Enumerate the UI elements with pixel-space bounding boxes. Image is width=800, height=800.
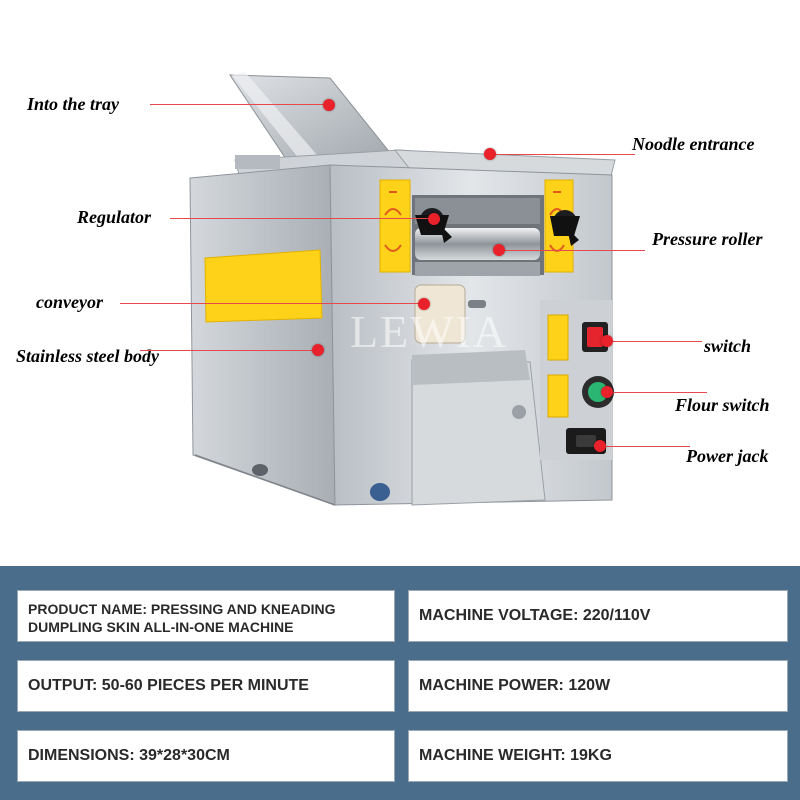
leader-line	[505, 250, 645, 251]
spec-product-name: PRODUCT NAME: PRESSING AND KNEADING DUMP…	[17, 590, 395, 642]
callout-power-jack: Power jack	[686, 446, 769, 466]
leader-line	[495, 154, 635, 155]
spec-dimensions-text: DIMENSIONS: 39*28*30CM	[28, 747, 230, 764]
leader-line	[612, 392, 707, 393]
callout-dot	[594, 440, 606, 452]
callout-regulator: Regulator	[77, 207, 152, 227]
spec-power: MACHINE POWER: 120W	[408, 660, 788, 712]
callout-dot	[484, 148, 496, 160]
callout-dot	[312, 344, 324, 356]
switch-label	[547, 314, 569, 361]
spec-voltage: MACHINE VOLTAGE: 220/110V	[408, 590, 788, 642]
flour-label	[547, 374, 569, 418]
leader-line	[605, 446, 690, 447]
callout-dot	[601, 335, 613, 347]
regulator-knob-right	[550, 210, 580, 246]
callout-stainless-body: Stainless steel body	[16, 346, 159, 366]
watermark-text: LEWIA	[350, 306, 509, 357]
spec-output: OUTPUT: 50-60 PIECES PER MINUTE	[17, 660, 395, 712]
machine-illustration	[189, 72, 616, 506]
spec-weight-text: MACHINE WEIGHT: 19KG	[419, 747, 612, 764]
spec-dimensions: DIMENSIONS: 39*28*30CM	[17, 730, 395, 782]
spec-voltage-text: MACHINE VOLTAGE: 220/110V	[419, 607, 651, 624]
callout-dot	[323, 99, 335, 111]
leader-line	[140, 350, 315, 351]
leader-line	[170, 218, 430, 219]
regulator-plate-left	[379, 179, 411, 273]
callout-flour-switch: Flour switch	[675, 395, 770, 415]
leader-line	[612, 341, 702, 342]
callout-into-tray: Into the tray	[27, 94, 120, 114]
spec-product-name-text: PRODUCT NAME: PRESSING AND KNEADING DUMP…	[28, 601, 336, 635]
callout-noodle-entrance: Noodle entrance	[632, 134, 755, 154]
leader-line	[150, 104, 325, 105]
yellow-label	[204, 249, 323, 323]
spec-power-text: MACHINE POWER: 120W	[419, 677, 611, 694]
callout-dot	[493, 244, 505, 256]
callout-conveyor: conveyor	[36, 292, 103, 312]
left-side-panel	[189, 164, 336, 506]
spec-weight: MACHINE WEIGHT: 19KG	[408, 730, 788, 782]
specifications-panel: PRODUCT NAME: PRESSING AND KNEADING DUMP…	[0, 566, 800, 800]
callout-switch: switch	[704, 336, 752, 356]
leader-line	[120, 303, 420, 304]
spec-output-text: OUTPUT: 50-60 PIECES PER MINUTE	[28, 677, 309, 694]
callout-dot	[601, 386, 613, 398]
callout-dot	[428, 213, 440, 225]
product-photo: LEWIA Into the tray Noodle entrance Regu…	[16, 72, 770, 506]
callout-dot	[418, 298, 430, 310]
callout-pressure-roller: Pressure roller	[652, 229, 763, 249]
